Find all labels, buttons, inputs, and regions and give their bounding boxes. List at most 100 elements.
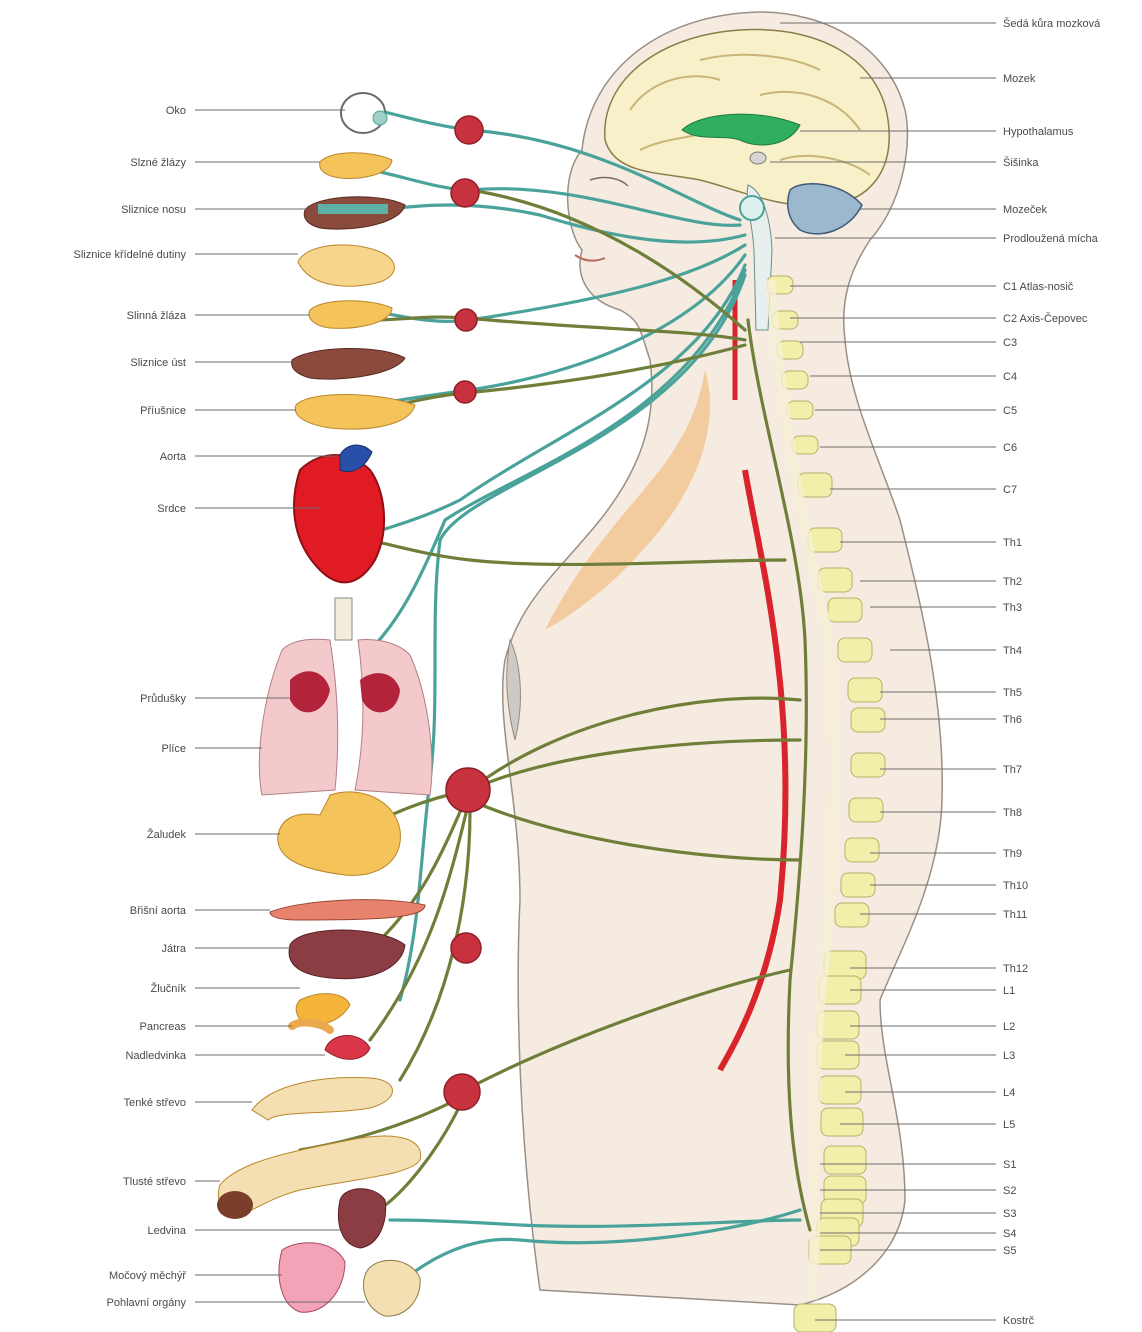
- liver-organ: [289, 930, 405, 979]
- label-sliznice-nosu: Sliznice nosu: [121, 204, 186, 216]
- nasal-mucosa-detail: [318, 204, 388, 214]
- trachea: [335, 598, 352, 640]
- label-th3: Th3: [1003, 602, 1022, 614]
- small-intestine-organ: [252, 1077, 393, 1120]
- superior-mesenteric-ganglion: [451, 933, 481, 963]
- label-pohlavni-organy: Pohlavní orgány: [107, 1297, 187, 1309]
- label-c5: C5: [1003, 405, 1017, 417]
- vertebra: [849, 798, 883, 822]
- label-sisinka: Šišinka: [1003, 156, 1039, 169]
- eye-iris: [373, 111, 387, 125]
- label-l1: L1: [1003, 985, 1015, 997]
- vertebra: [841, 873, 875, 897]
- organs: [217, 93, 432, 1316]
- label-s4: S4: [1003, 1228, 1016, 1240]
- label-c4: C4: [1003, 371, 1017, 383]
- label-oko: Oko: [166, 105, 186, 117]
- sinus-organ: [298, 245, 394, 286]
- label-c7: C7: [1003, 484, 1017, 496]
- label-tluste-strevo: Tlusté střevo: [123, 1176, 186, 1188]
- stomach-organ: [278, 792, 401, 875]
- label-plice: Plíce: [162, 743, 186, 755]
- torso-outline: [503, 12, 943, 1305]
- label-th4: Th4: [1003, 645, 1022, 657]
- kidney-organ: [338, 1189, 385, 1248]
- label-sliznice-ust: Sliznice úst: [130, 357, 186, 369]
- label-th9: Th9: [1003, 848, 1022, 860]
- vertebra: [848, 678, 882, 702]
- lacrimal-gland-organ: [320, 153, 392, 179]
- label-prodlouzena-micha: Prodloužená mícha: [1003, 233, 1099, 245]
- vertebra: [828, 598, 862, 622]
- vertebra: [818, 568, 852, 592]
- label-slzne-zlazy: Slzné žlázy: [130, 157, 186, 169]
- label-mocovy-mechyr: Močový měchýř: [109, 1270, 186, 1282]
- label-l3: L3: [1003, 1050, 1015, 1062]
- inferior-mesenteric-ganglion: [444, 1074, 480, 1110]
- vertebra: [819, 1076, 861, 1104]
- label-s3: S3: [1003, 1208, 1016, 1220]
- vertebra: [851, 708, 885, 732]
- label-sliznice-kridelne-dutiny: Sliznice křídelné dutiny: [73, 249, 186, 261]
- pancreas-organ: [292, 1023, 330, 1030]
- label-th8: Th8: [1003, 807, 1022, 819]
- vertebra: [845, 838, 879, 862]
- oral-mucosa-organ: [292, 348, 405, 379]
- label-th2: Th2: [1003, 576, 1022, 588]
- label-l5: L5: [1003, 1119, 1015, 1131]
- label-s2: S2: [1003, 1185, 1016, 1197]
- parotid-organ: [295, 394, 415, 429]
- label-aorta: Aorta: [160, 451, 187, 463]
- label-c3: C3: [1003, 337, 1017, 349]
- reproductive-organ: [364, 1260, 421, 1316]
- label-l2: L2: [1003, 1021, 1015, 1033]
- label-seda-kura: Šedá kůra mozková: [1003, 17, 1101, 30]
- label-c2: C2 Axis-Čepovec: [1003, 312, 1088, 325]
- label-l4: L4: [1003, 1087, 1015, 1099]
- label-th7: Th7: [1003, 764, 1022, 776]
- otic-ganglion: [454, 381, 476, 403]
- label-nadledvinka: Nadledvinka: [125, 1050, 186, 1062]
- adrenal-organ: [325, 1035, 370, 1059]
- label-c1: C1 Atlas-nosič: [1003, 281, 1074, 293]
- label-th11: Th11: [1003, 909, 1027, 921]
- salivary-gland-organ: [309, 301, 392, 329]
- label-th6: Th6: [1003, 714, 1022, 726]
- heart-organ: [294, 455, 384, 582]
- submandibular-ganglion: [455, 309, 477, 331]
- large-intestine-end: [217, 1191, 253, 1219]
- brainstem-nucleus: [740, 196, 764, 220]
- label-tenke-strevo: Tenké střevo: [124, 1097, 186, 1109]
- label-prudusky: Průdušky: [140, 693, 186, 705]
- label-th12: Th12: [1003, 963, 1028, 975]
- vertebra: [794, 1304, 836, 1332]
- label-slinna-zlaza: Slinná žláza: [127, 310, 187, 322]
- label-zlucnik: Žlučník: [151, 982, 187, 995]
- pterygopalatine-ganglion: [451, 179, 479, 207]
- label-zaludek: Žaludek: [147, 828, 187, 841]
- label-pancreas: Pancreas: [140, 1021, 187, 1033]
- vertebra: [787, 401, 813, 419]
- vertebra: [835, 903, 869, 927]
- label-kostrc: Kostrč: [1003, 1315, 1035, 1327]
- vertebra: [824, 1146, 866, 1174]
- body-silhouette: [503, 12, 943, 1305]
- vertebra: [792, 436, 818, 454]
- label-hypothalamus: Hypothalamus: [1003, 126, 1074, 138]
- vertebra: [798, 473, 832, 497]
- celiac-ganglion: [446, 768, 490, 812]
- label-c6: C6: [1003, 442, 1017, 454]
- label-th1: Th1: [1003, 537, 1022, 549]
- label-s1: S1: [1003, 1159, 1016, 1171]
- label-priusnice: Příušnice: [140, 405, 186, 417]
- label-mozecek: Mozeček: [1003, 204, 1048, 216]
- label-jatra: Játra: [162, 943, 187, 955]
- label-th10: Th10: [1003, 880, 1028, 892]
- vertebra: [838, 638, 872, 662]
- left-lung: [259, 639, 337, 795]
- label-ledvina: Ledvina: [147, 1225, 186, 1237]
- label-s5: S5: [1003, 1245, 1016, 1257]
- pineal-gland: [750, 152, 766, 164]
- vertebra: [824, 951, 866, 979]
